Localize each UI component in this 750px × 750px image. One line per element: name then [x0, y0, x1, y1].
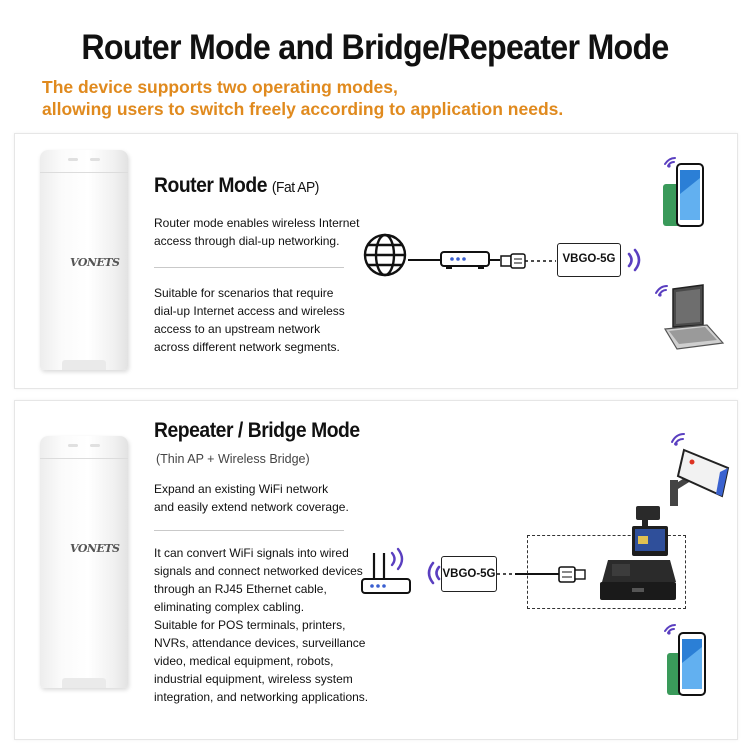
device-brand-logo: VONETS	[70, 542, 120, 555]
security-camera-icon	[664, 428, 734, 518]
repeater-mode-device-label: VBGO-5G	[441, 556, 497, 592]
subtitle-line-2: allowing users to switch freely accordin…	[42, 99, 564, 119]
router-mode-device-label: VBGO-5G	[557, 243, 621, 277]
repeater-mode-device-image: VONETS	[40, 436, 128, 688]
desc-line: It can convert WiFi signals into wired	[154, 546, 349, 560]
desc-line: NVRs, attendance devices, surveillance	[154, 636, 366, 650]
subtitle-line-1: The device supports two operating modes,	[42, 77, 398, 97]
desc-line: Expand an existing WiFi network	[154, 482, 329, 496]
desc-line: across different network segments.	[154, 340, 340, 354]
router-mode-device-image: VONETS	[40, 150, 128, 370]
page-subtitle: The device supports two operating modes,…	[42, 76, 563, 120]
desc-line: video, medical equipment, robots,	[154, 654, 334, 668]
smartphone-icon	[659, 154, 707, 230]
desc-line: Router mode enables wireless Internet	[154, 216, 360, 230]
modem-icon	[440, 249, 490, 271]
divider	[154, 267, 344, 268]
desc-line: Suitable for scenarios that require	[154, 286, 334, 300]
connection-line	[408, 259, 440, 261]
router-mode-heading-sub: (Fat AP)	[271, 179, 319, 196]
desc-line: integration, and networking applications…	[154, 690, 369, 704]
desc-line: access through dial-up networking.	[154, 234, 340, 248]
repeater-mode-description: Expand an existing WiFi network and easi…	[154, 480, 349, 516]
laptop-icon	[653, 283, 725, 357]
router-mode-description: Router mode enables wireless Internet ac…	[154, 214, 359, 250]
wifi-signal-icon	[424, 558, 444, 588]
repeater-mode-heading: Repeater / Bridge Mode	[154, 419, 360, 442]
wifi-signal-icon	[624, 245, 646, 275]
ethernet-plug-icon	[500, 251, 556, 271]
smartphone-icon	[659, 621, 707, 699]
repeater-mode-heading-sub: (Thin AP + Wireless Bridge)	[156, 452, 310, 466]
divider	[154, 530, 344, 531]
desc-line: and easily extend network coverage.	[154, 500, 349, 514]
desc-line: through an RJ45 Ethernet cable,	[154, 582, 327, 596]
desc-line: dial-up Internet access and wireless	[154, 304, 345, 318]
router-icon	[360, 547, 412, 599]
desc-line: signals and connect networked devices	[154, 564, 363, 578]
desc-line: Suitable for POS terminals, printers,	[154, 618, 346, 632]
ethernet-plug-icon	[497, 563, 597, 587]
page-title: Router Mode and Bridge/Repeater Mode	[81, 28, 669, 67]
repeater-mode-panel	[14, 400, 738, 740]
connected-devices-frame	[527, 535, 686, 609]
router-mode-heading: Router Mode (Fat AP)	[154, 174, 319, 197]
device-brand-logo: VONETS	[70, 256, 120, 269]
globe-icon	[362, 232, 408, 278]
repeater-mode-use-cases: It can convert WiFi signals into wired s…	[154, 544, 368, 706]
desc-line: access to an upstream network	[154, 322, 321, 336]
pos-terminal-icon	[598, 506, 678, 604]
connection-line	[490, 259, 500, 261]
desc-line: eliminating complex cabling.	[154, 600, 305, 614]
router-mode-use-cases: Suitable for scenarios that require dial…	[154, 284, 345, 356]
desc-line: industrial equipment, wireless system	[154, 672, 353, 686]
